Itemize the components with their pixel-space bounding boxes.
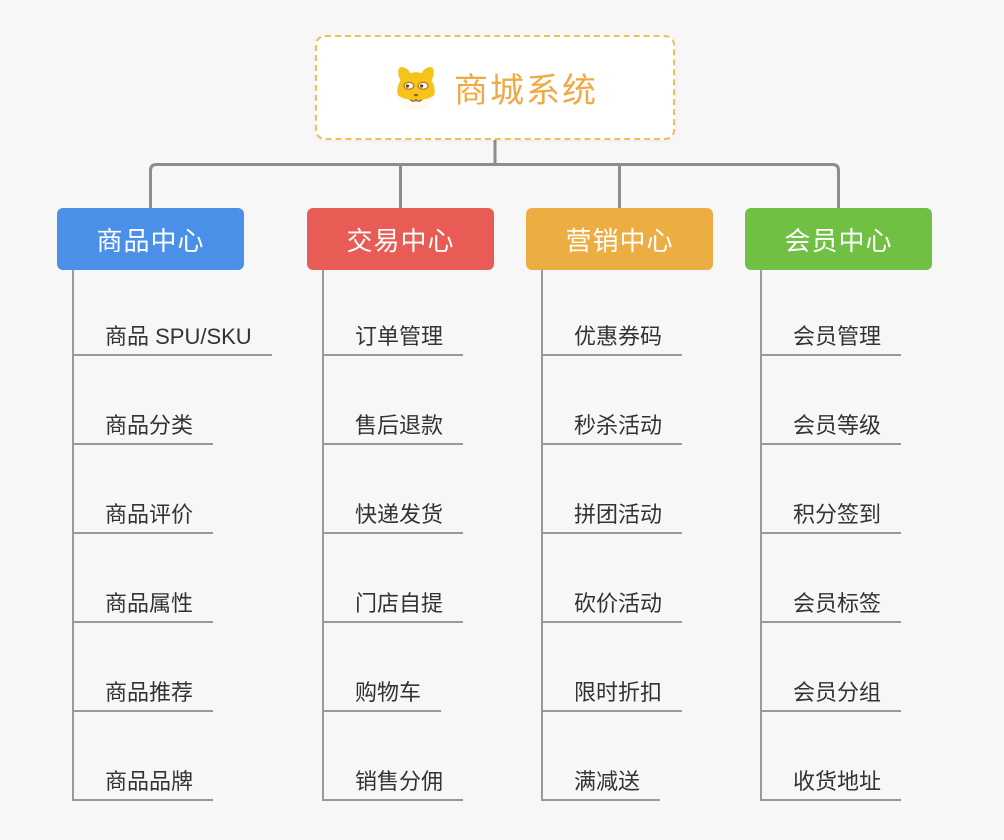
child-label: 售后退款	[355, 412, 444, 438]
branch-node-trade-center[interactable]: 交易中心	[307, 208, 494, 270]
child-node[interactable]: 售后退款	[322, 409, 464, 445]
child-node[interactable]: 积分签到	[760, 498, 902, 534]
child-label: 优惠券码	[574, 323, 663, 349]
child-label: 商品评价	[105, 501, 194, 527]
child-label: 砍价活动	[574, 590, 663, 616]
child-node[interactable]: 门店自提	[322, 587, 464, 623]
child-label: 快递发货	[355, 501, 444, 527]
child-label: 销售分佣	[355, 768, 444, 794]
child-node[interactable]: 商品评价	[72, 498, 214, 534]
child-node[interactable]: 限时折扣	[541, 676, 683, 712]
child-node[interactable]: 订单管理	[322, 320, 464, 356]
child-label: 会员等级	[793, 412, 882, 438]
branch-node-marketing-center[interactable]: 营销中心	[526, 208, 713, 270]
child-node[interactable]: 优惠券码	[541, 320, 683, 356]
branch-rail-line	[149, 163, 840, 208]
child-node[interactable]: 商品 SPU/SKU	[72, 320, 272, 356]
child-node[interactable]: 商品分类	[72, 409, 214, 445]
child-label: 会员管理	[793, 323, 882, 349]
child-node[interactable]: 满减送	[541, 765, 661, 801]
child-label: 会员标签	[793, 590, 882, 616]
child-label: 积分签到	[793, 501, 882, 527]
child-label: 商品分类	[105, 412, 194, 438]
child-label: 拼团活动	[574, 501, 663, 527]
child-label: 商品属性	[105, 590, 194, 616]
child-label: 满减送	[574, 768, 641, 794]
child-node[interactable]: 快递发货	[322, 498, 464, 534]
branch-node-member-center[interactable]: 会员中心	[745, 208, 932, 270]
root-node[interactable]: 商城系统	[315, 35, 675, 140]
child-label: 商品推荐	[105, 679, 194, 705]
branch-node-product-center[interactable]: 商品中心	[57, 208, 244, 270]
branch-trunk-line-product-center	[72, 270, 74, 801]
dog-face-icon	[392, 64, 440, 112]
child-node[interactable]: 销售分佣	[322, 765, 464, 801]
child-label: 收货地址	[793, 768, 882, 794]
child-node[interactable]: 会员分组	[760, 676, 902, 712]
child-label: 限时折扣	[574, 679, 663, 705]
child-label: 购物车	[355, 679, 422, 705]
child-label: 商品品牌	[105, 768, 194, 794]
child-node[interactable]: 砍价活动	[541, 587, 683, 623]
root-title: 商城系统	[454, 72, 598, 110]
branch-trunk-line-member-center	[760, 270, 762, 801]
child-node[interactable]: 购物车	[322, 676, 442, 712]
branch-trunk-line-marketing-center	[541, 270, 543, 801]
branch-trunk-line-trade-center	[322, 270, 324, 801]
branch-label: 会员中心	[784, 225, 893, 256]
child-label: 秒杀活动	[574, 412, 663, 438]
child-node[interactable]: 秒杀活动	[541, 409, 683, 445]
child-label: 会员分组	[793, 679, 882, 705]
child-label: 商品 SPU/SKU	[105, 323, 252, 349]
child-node[interactable]: 商品属性	[72, 587, 214, 623]
child-node[interactable]: 商品品牌	[72, 765, 214, 801]
branch-label: 交易中心	[346, 225, 455, 256]
child-label: 门店自提	[355, 590, 444, 616]
child-label: 订单管理	[355, 323, 444, 349]
child-node[interactable]: 拼团活动	[541, 498, 683, 534]
child-node[interactable]: 商品推荐	[72, 676, 214, 712]
branch-label: 商品中心	[96, 225, 205, 256]
child-node[interactable]: 会员等级	[760, 409, 902, 445]
child-node[interactable]: 会员管理	[760, 320, 902, 356]
child-node[interactable]: 会员标签	[760, 587, 902, 623]
branch-label: 营销中心	[565, 225, 674, 256]
child-node[interactable]: 收货地址	[760, 765, 902, 801]
